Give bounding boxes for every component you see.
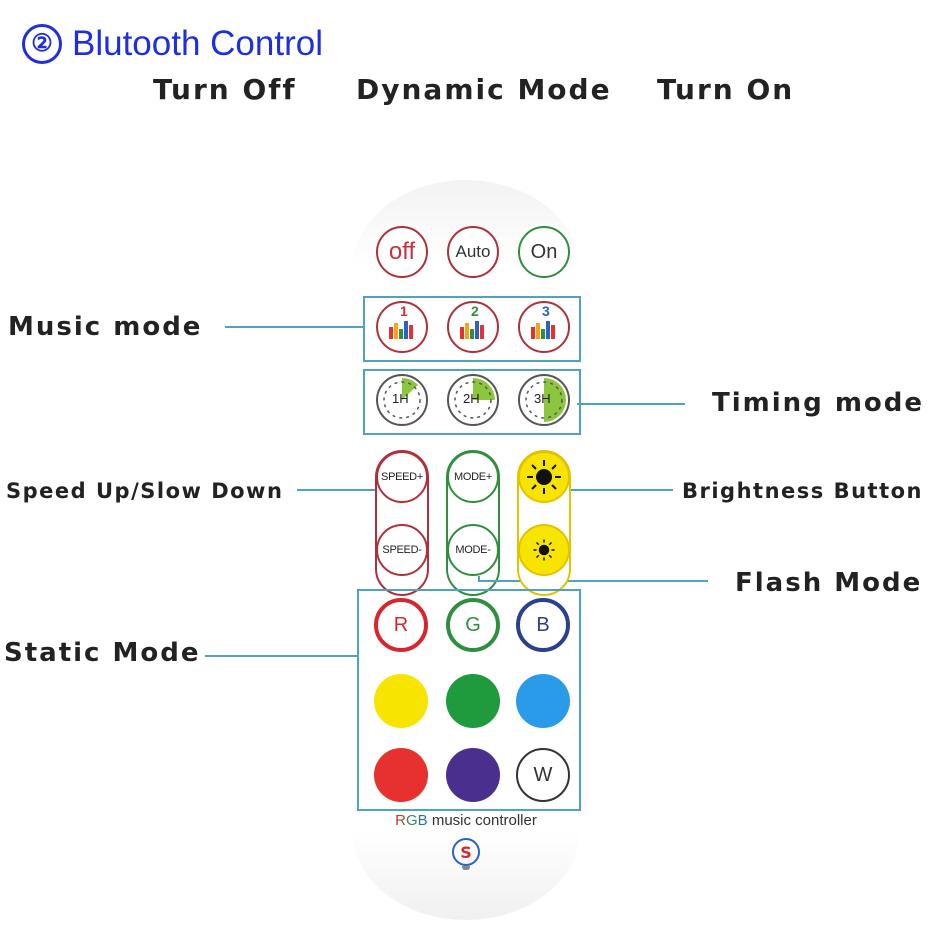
page-title: ② Blutooth Control [22,22,323,66]
blue-button[interactable]: B [516,598,570,652]
equalizer-icon [531,321,555,339]
static-mode-leader [205,655,357,657]
timing-mode-leader [577,403,685,405]
step-number: ② [22,24,62,64]
flash-leader-h [478,580,708,582]
white-button[interactable]: W [516,748,570,802]
music-mode-leader [225,326,363,328]
off-button[interactable]: off [376,226,428,278]
timing-mode-group [363,369,581,435]
label-turn-off: Turn Off [153,73,297,106]
equalizer-icon [460,321,484,339]
label-speed: Speed Up/Slow Down [6,479,284,503]
brightness-up-button[interactable] [518,451,570,503]
music-3-button[interactable]: 3 [518,301,570,353]
timer-1h-button[interactable]: 1H [376,374,428,426]
title-text: Blutooth Control [72,24,323,63]
brand-text: RGB music controller [352,812,580,829]
mode-down-button[interactable]: MODE- [447,524,499,576]
brand-prefix: RGB [395,812,428,829]
auto-button[interactable]: Auto [447,226,499,278]
flash-leader-v [478,576,480,582]
music-mode-group [363,296,581,362]
timer-3h-button[interactable]: 3H [518,374,570,426]
sun-small-icon [533,539,555,561]
timer-2h-button[interactable]: 2H [447,374,499,426]
music-1-button[interactable]: 1 [376,301,428,353]
label-static-mode: Static Mode [4,638,201,668]
label-timing-mode: Timing mode [712,388,925,418]
mode-up-button[interactable]: MODE+ [447,451,499,503]
label-brightness: Brightness Button [682,479,923,503]
logo-base [462,866,470,870]
label-turn-on: Turn On [657,73,795,106]
clock-icon [383,378,421,419]
clock-icon [454,378,495,419]
logo-icon: S [452,838,480,866]
speed-up-button[interactable]: SPEED+ [376,451,428,503]
speed-down-button[interactable]: SPEED- [376,524,428,576]
static-mode-group [357,589,581,811]
music-2-button[interactable]: 2 [447,301,499,353]
label-flash-mode: Flash Mode [735,568,923,598]
green-solid-button[interactable] [446,674,500,728]
purple-button[interactable] [446,748,500,802]
yellow-button[interactable] [374,674,428,728]
label-music-mode: Music mode [8,312,203,342]
brightness-down-button[interactable] [518,524,570,576]
green-button[interactable]: G [446,598,500,652]
brightness-leader [571,489,673,491]
red-button[interactable]: R [374,598,428,652]
sun-icon [527,460,561,494]
label-dynamic-mode: Dynamic Mode [356,73,612,106]
brand-suffix: music controller [427,812,537,829]
on-button[interactable]: On [518,226,570,278]
clock-icon [525,378,566,422]
red-solid-button[interactable] [374,748,428,802]
equalizer-icon [389,321,413,339]
sky-blue-button[interactable] [516,674,570,728]
speed-leader [297,489,375,491]
